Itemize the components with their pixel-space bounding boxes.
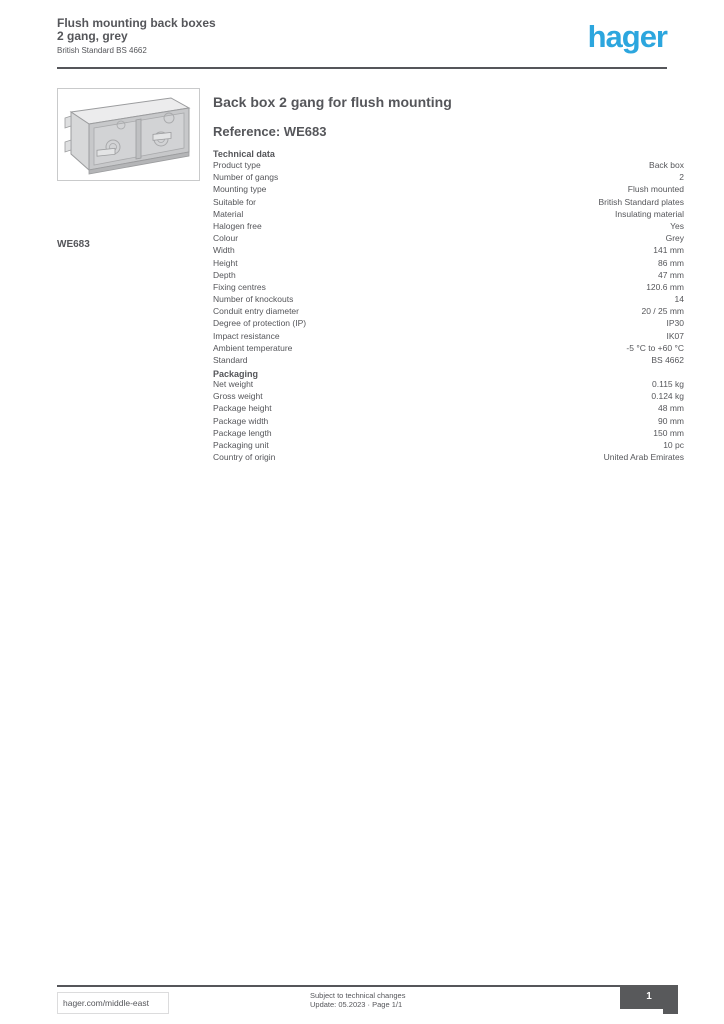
footer-divider	[57, 985, 667, 987]
spec-value: Grey	[665, 233, 684, 244]
spec-value: 86 mm	[658, 257, 684, 268]
spec-row: Mounting type Flush mounted	[213, 183, 684, 195]
spec-label: Package length	[213, 427, 272, 438]
spec-label: Gross weight	[213, 391, 263, 402]
spec-row: Package length 150 mm	[213, 427, 684, 439]
spec-row: Net weight 0.115 kg	[213, 378, 684, 390]
spec-label: Depth	[213, 269, 236, 280]
spec-value: 48 mm	[658, 403, 684, 414]
spec-row: Ambient temperature -5 °C to +60 °C	[213, 342, 684, 354]
section-heading-technical-data: Technical data	[213, 149, 275, 159]
spec-value: Insulating material	[615, 208, 684, 219]
spec-label: Impact resistance	[213, 330, 280, 341]
hager-logo: hager	[587, 19, 668, 54]
spec-label: Product type	[213, 160, 261, 170]
spec-label: Net weight	[213, 379, 254, 389]
footer-website[interactable]: hager.com/middle-east	[57, 992, 169, 1014]
spec-value: 90 mm	[658, 415, 684, 426]
spec-value: British Standard plates	[598, 196, 684, 207]
spec-value: Yes	[670, 220, 684, 231]
spec-value: IK07	[666, 330, 685, 341]
spec-value: 10 pc	[663, 439, 684, 450]
spec-label: Number of knockouts	[213, 294, 294, 305]
spec-value: 150 mm	[653, 427, 684, 438]
header-title-block: Flush mounting back boxes 2 gang, grey B…	[57, 16, 357, 55]
header-title-line2: 2 gang, grey	[57, 29, 128, 43]
spec-value: Flush mounted	[627, 184, 684, 195]
footer-page-box: 1	[620, 985, 678, 1009]
spec-label: Degree of protection (IP)	[213, 318, 307, 329]
spec-value: 141 mm	[653, 245, 684, 256]
section-heading-packaging: Packaging	[213, 369, 259, 379]
spec-row: Colour Grey	[213, 232, 684, 244]
spec-value: United Arab Emirates	[603, 452, 684, 463]
spec-value: 0.124 kg	[651, 391, 684, 402]
spec-row: Number of gangs 2	[213, 171, 684, 183]
spec-label: Standard	[213, 355, 248, 365]
product-image	[64, 97, 191, 175]
spec-row: Number of knockouts 14	[213, 293, 684, 305]
spec-label: Height	[213, 257, 238, 268]
spec-row: Depth 47 mm	[213, 269, 684, 281]
product-title: Back box 2 gang for flush mounting	[213, 94, 452, 110]
spec-label: Conduit entry diameter	[213, 306, 299, 317]
spec-value: 20 / 25 mm	[641, 306, 684, 317]
spec-row: Fixing centres 120.6 mm	[213, 281, 684, 293]
spec-row: Standard BS 4662	[213, 354, 684, 366]
spec-row: Material Insulating material	[213, 208, 684, 220]
spec-row: Halogen free Yes	[213, 220, 684, 232]
spec-label: Packaging unit	[213, 439, 269, 450]
spec-label: Halogen free	[213, 220, 262, 231]
spec-row: Package width 90 mm	[213, 415, 684, 427]
spec-label: Material	[213, 208, 244, 219]
footer-note: Subject to technical changes Update: 05.…	[310, 991, 510, 1009]
spec-row: Degree of protection (IP) IP30	[213, 317, 684, 329]
spec-row: Country of origin United Arab Emirates	[213, 451, 684, 463]
spec-label: Number of gangs	[213, 172, 279, 183]
spec-label: Mounting type	[213, 184, 267, 195]
spec-label: Fixing centres	[213, 281, 266, 292]
footer-note-line1: Subject to technical changes	[310, 991, 406, 1000]
spec-row: Suitable for British Standard plates	[213, 196, 684, 208]
footer-page-tab	[663, 1008, 678, 1014]
spec-row: Width 141 mm	[213, 244, 684, 256]
spec-value: 47 mm	[658, 269, 684, 280]
product-image-frame	[57, 88, 200, 181]
spec-value: IP30	[666, 318, 685, 329]
spec-label: Suitable for	[213, 196, 256, 207]
spec-value: 0.115 kg	[652, 379, 684, 389]
footer-note-line2: Update: 05.2023 · Page 1/1	[310, 1000, 403, 1009]
spec-row: Gross weight 0.124 kg	[213, 390, 684, 402]
product-reference-line: Reference: WE683	[213, 124, 327, 139]
header-title-line1: Flush mounting back boxes	[57, 16, 216, 30]
spec-value: -5 °C to +60 °C	[626, 342, 684, 353]
header-subtitle: British Standard BS 4662	[57, 46, 147, 55]
spec-value: 2	[679, 172, 684, 183]
spec-value: Back box	[649, 160, 684, 170]
spec-row: Product type Back box	[213, 159, 684, 171]
spec-label: Country of origin	[213, 452, 276, 463]
spec-row: Package height 48 mm	[213, 402, 684, 414]
spec-label: Package height	[213, 403, 272, 414]
spec-label: Package width	[213, 415, 269, 426]
header-divider	[57, 67, 667, 69]
spec-row: Conduit entry diameter 20 / 25 mm	[213, 305, 684, 317]
spec-label: Width	[213, 245, 235, 256]
product-reference: WE683	[57, 239, 90, 250]
spec-row: Height 86 mm	[213, 257, 684, 269]
spec-value: 120.6 mm	[646, 281, 684, 292]
spec-row: Impact resistance IK07	[213, 330, 684, 342]
main-column: Back box 2 gang for flush mounting Refer…	[213, 94, 684, 463]
spec-label: Ambient temperature	[213, 342, 293, 353]
spec-value: 14	[674, 294, 684, 305]
spec-value: BS 4662	[651, 355, 684, 365]
spec-row: Packaging unit 10 pc	[213, 439, 684, 451]
spec-label: Colour	[213, 233, 239, 244]
